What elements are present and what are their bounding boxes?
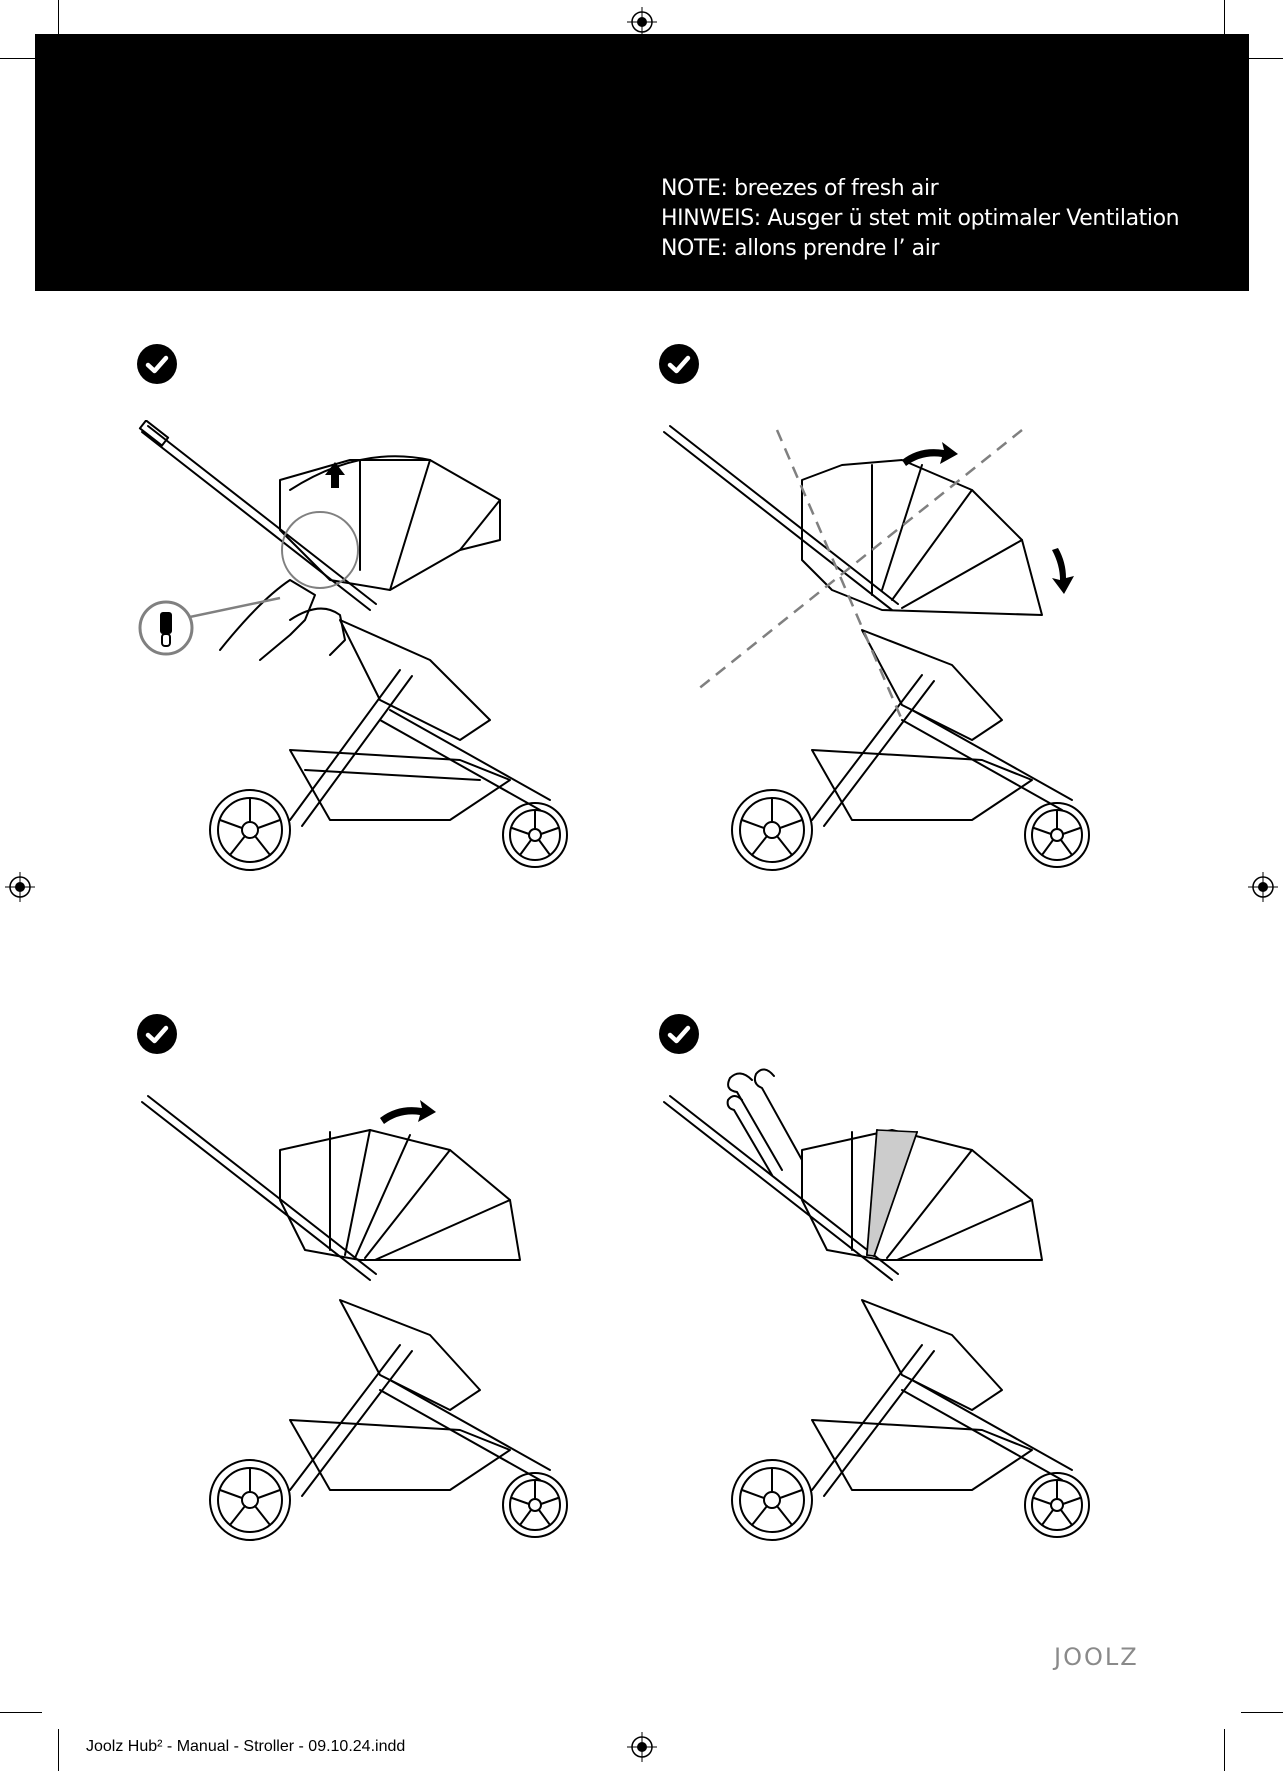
crop-mark (1224, 0, 1225, 42)
stroller-illustration-step-2 (663, 425, 1090, 871)
crop-mark (1224, 1729, 1225, 1771)
registration-mark-icon (5, 872, 35, 902)
check-circle-icon (659, 1014, 699, 1054)
note-line-en: NOTE: breezes of fresh air (661, 176, 939, 201)
stroller-illustration-step-3 (141, 1095, 568, 1541)
stroller-illustration-step-4 (663, 1068, 1090, 1541)
note-line-de: HINWEIS: Ausger ü stet mit optimaler Ven… (661, 206, 1180, 231)
check-circle-icon (137, 344, 177, 384)
crop-mark (1241, 58, 1283, 59)
check-circle-icon (137, 1014, 177, 1054)
crop-mark (58, 1729, 59, 1771)
check-circle-icon (659, 344, 699, 384)
crop-mark (58, 0, 59, 42)
crop-mark (1241, 1712, 1283, 1713)
crop-mark (0, 58, 42, 59)
footer-file-label: Joolz Hub² - Manual - Stroller - 09.10.2… (86, 1738, 406, 1755)
crop-mark (0, 1712, 42, 1713)
registration-mark-icon (1248, 872, 1278, 902)
registration-mark-icon (627, 7, 657, 37)
stroller-illustration-step-1 (138, 420, 568, 871)
registration-mark-icon (627, 1732, 657, 1762)
brand-logo: JOOLZ (1054, 1643, 1139, 1671)
header-band (35, 34, 1249, 291)
note-line-fr: NOTE: allons prendre l’ air (661, 236, 940, 261)
